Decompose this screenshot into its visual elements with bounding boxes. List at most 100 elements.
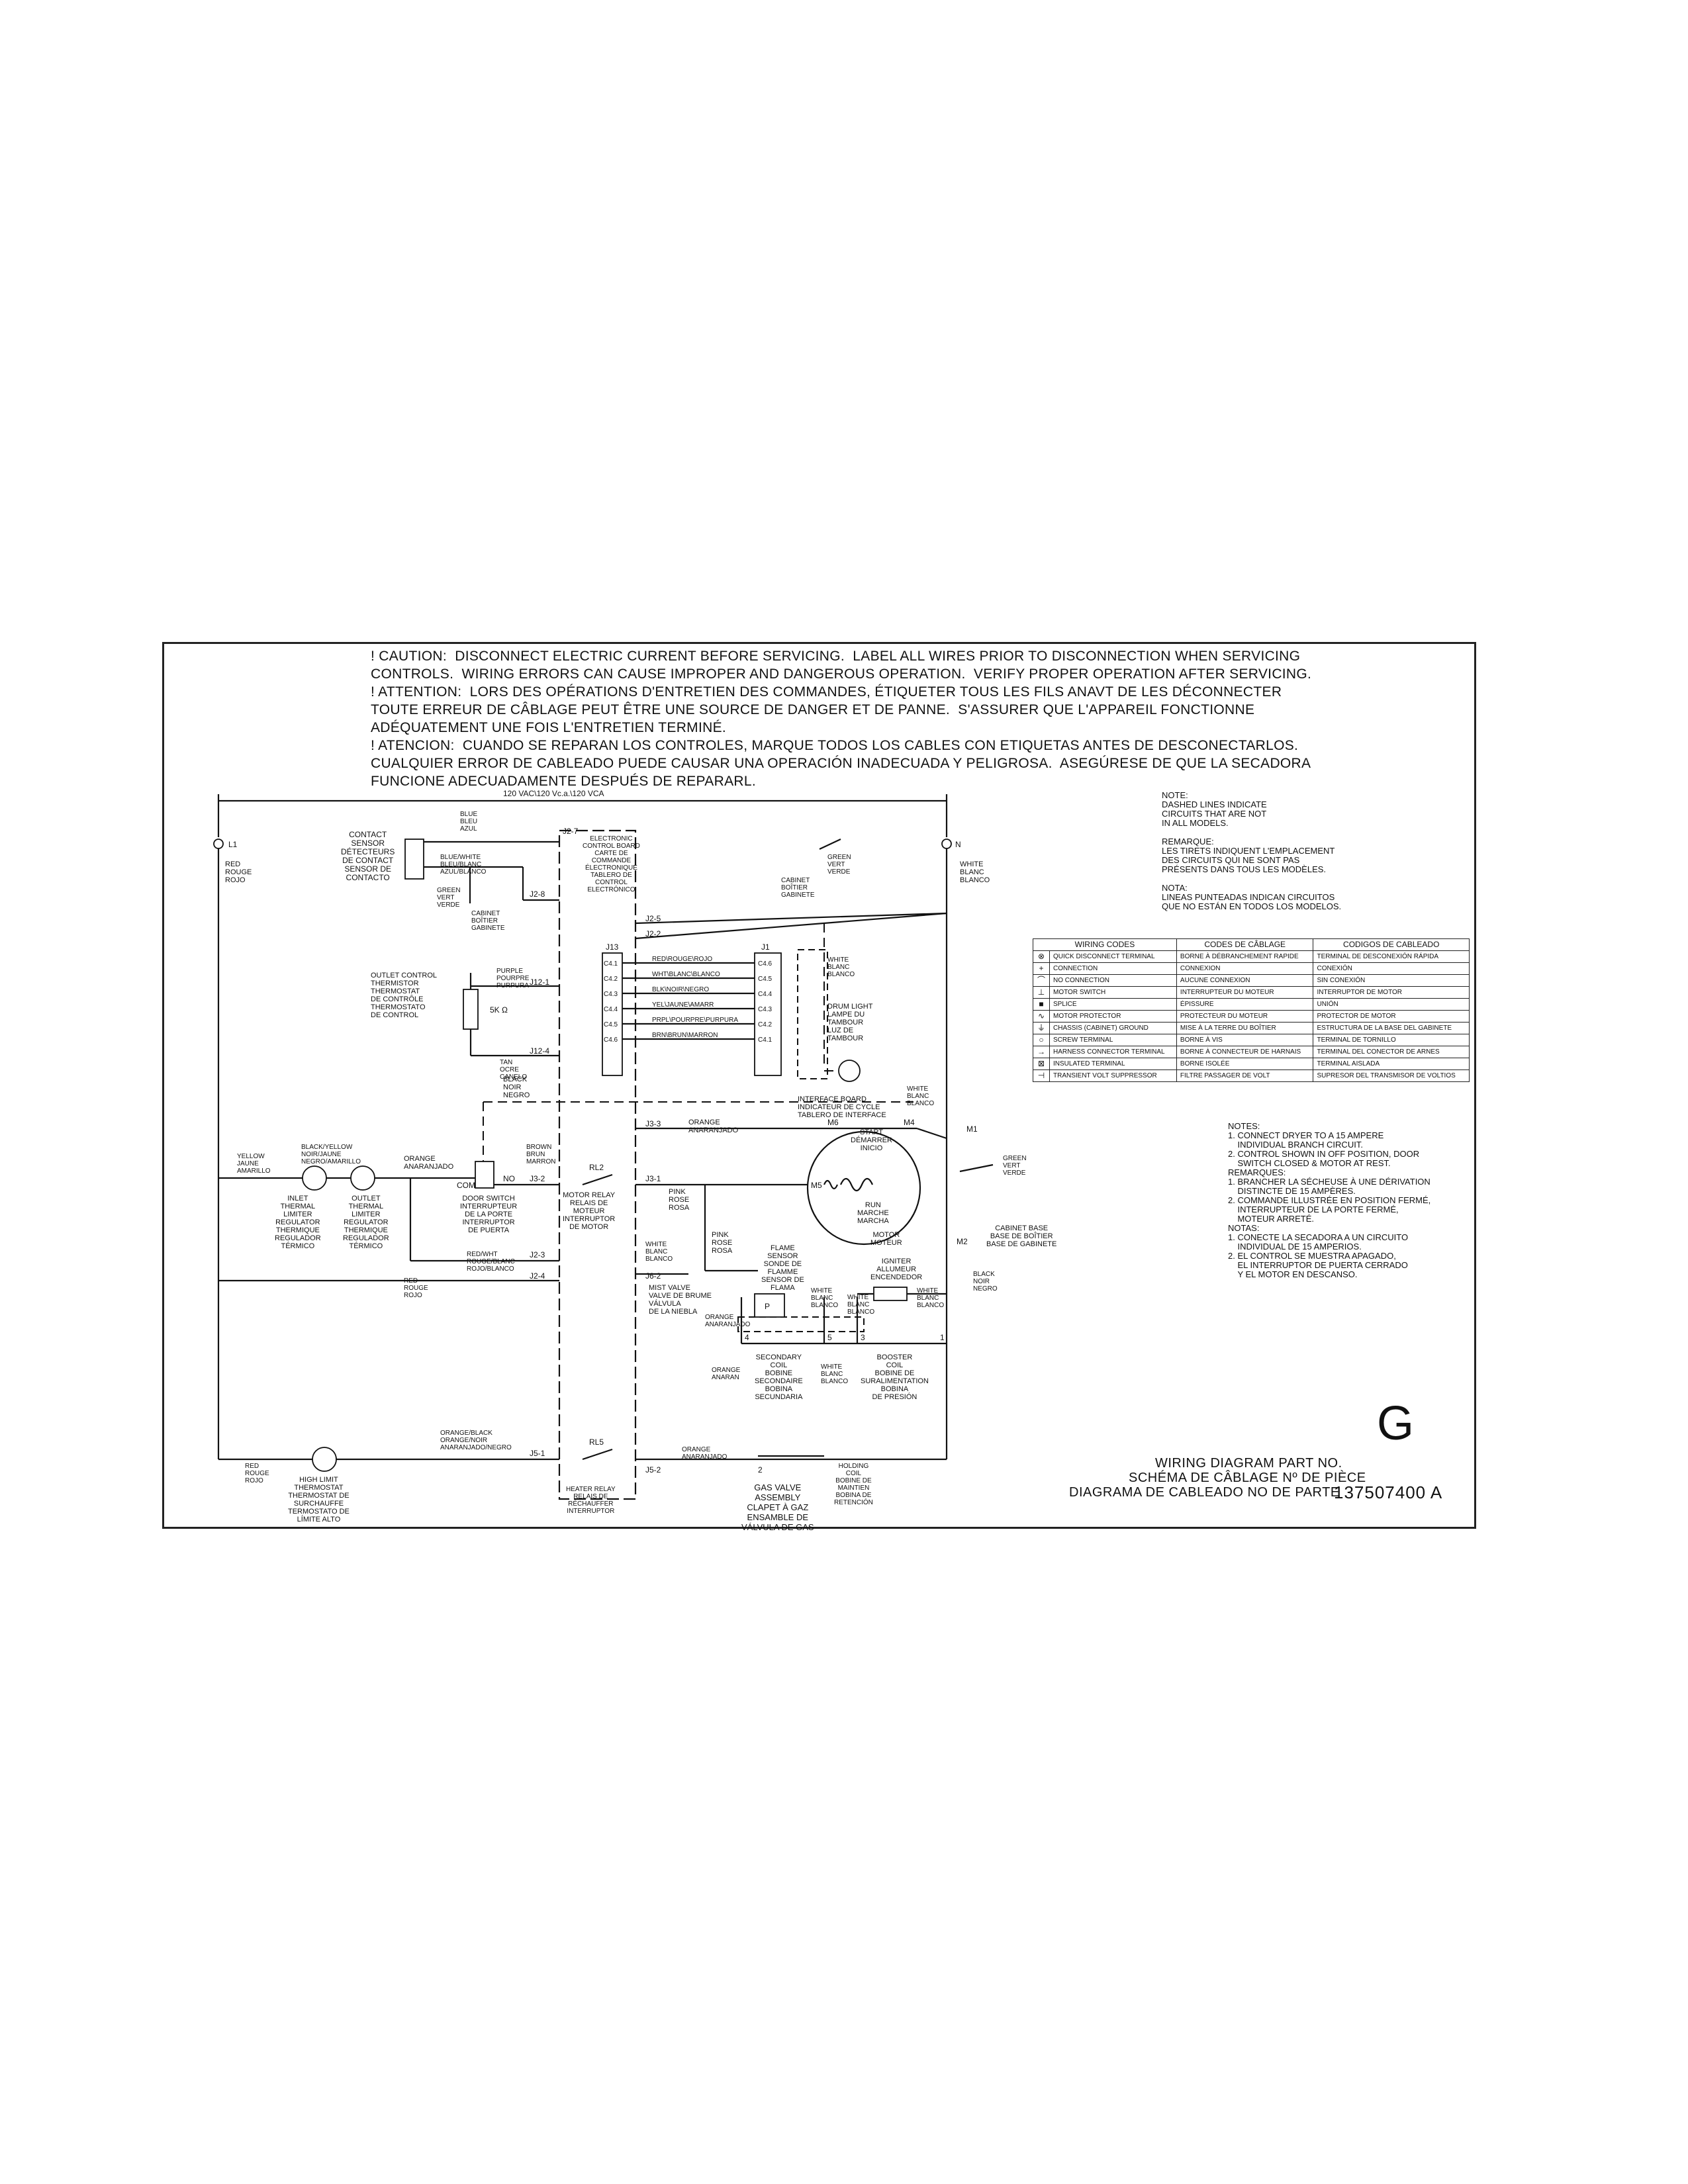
inlet-limiter-label: INLET THERMAL LIMITER REGULATOR THERMIQU… [275,1195,321,1250]
title-english: WIRING DIAGRAM PART NO. [1155,1456,1342,1471]
control-board-outline [558,829,637,1500]
wiring-code-symbol: ⊣ [1033,1069,1050,1082]
j2-5-label: J2-5 [645,914,661,923]
red-label-3: RED ROUGE ROJO [245,1463,269,1484]
wiring-code-es: TERMINAL DEL CONECTOR DE ARNES [1313,1046,1470,1058]
pink-label-1: PINK ROSE ROSA [669,1188,690,1212]
thermistor-body [463,989,479,1030]
wiring-code-en: CONNECTION [1049,962,1177,975]
wiring-codes-table: WIRING CODES CODES DE CÂBLAGE CODIGOS DE… [1033,938,1470,1082]
part-number: 137507400 A [1334,1482,1443,1502]
j6-2-label: J6-2 [645,1271,661,1281]
black-motor-label: BLACK NOIR NEGRO [973,1271,998,1293]
j12-4-label: J12-4 [530,1046,549,1056]
outlet-limiter-label: OUTLET THERMAL LIMITER REGULATOR THERMIQ… [343,1195,389,1250]
j1-pin-label: C4.4 [758,991,773,998]
j13-pin-label: C4.4 [604,1006,618,1013]
wiring-code-fr: ÉPISSURE [1176,998,1314,1011]
j2-2-label: J2-2 [645,929,661,938]
term-5-label: 5 [827,1333,832,1342]
wiring-code-en: INSULATED TERMINAL [1049,1058,1177,1070]
wiring-code-fr: INTERRUPTEUR DU MOTEUR [1176,986,1314,999]
j3-3-label: J3-3 [645,1119,661,1128]
green-motor-label: GREEN VERT VERDE [1003,1155,1027,1177]
j1-pin-label: C4.2 [758,1021,773,1028]
j2-3-label: J2-3 [530,1250,545,1259]
wiring-code-es: TERMINAL DE TORNILLO [1313,1034,1470,1046]
cabinet-ground-top [819,839,841,850]
wiring-code-symbol: ■ [1033,998,1050,1011]
wiring-code-symbol: + [1033,962,1050,975]
title-spanish: DIAGRAMA DE CABLEADO NO DE PARTE [1069,1485,1340,1500]
heater-relay-contact [582,1448,613,1461]
sensor-cabinet-label: CABINET BOÎTIER GABINETE [471,910,505,932]
wiring-code-symbol: ⏚ [1033,1022,1050,1034]
diagram-frame [162,642,1476,1529]
wiring-code-en: TRANSIENT VOLT SUPPRESSOR [1049,1069,1177,1082]
wiring-code-en: QUICK DISCONNECT TERMINAL [1049,950,1177,963]
term-2-label: 2 [758,1465,763,1475]
white-j6-label: WHITE BLANC BLANCO [645,1241,673,1263]
dashed-lines-note: NOTE: DASHED LINES INDICATE CIRCUITS THA… [1162,790,1342,911]
purple-label: PURPLE POURPRE PURPURA [496,968,530,989]
wiring-code-es: TERMINAL DE DESCONEXIÓN RÁPIDA [1313,950,1470,963]
wiring-code-en: MOTOR SWITCH [1049,986,1177,999]
drum-light-wire-label: WHITE BLANC BLANCO [827,956,855,978]
drum-light-label: DRUM LIGHT LAMPE DU TAMBOUR LUZ DE TAMBO… [827,1003,873,1042]
high-limit-label: HIGH LIMIT THERMOSTAT THERMOSTAT DE SURC… [288,1476,350,1524]
no-label: NO [503,1174,515,1183]
j3-2-label: J3-2 [530,1174,545,1183]
contact-sensor-label: CONTACT SENSOR DÉTECTEURS DE CONTACT SEN… [341,830,395,882]
wiring-code-es: ESTRUCTURA DE LA BASE DEL GABINETE [1313,1022,1470,1034]
orange-black-label: ORANGE/BLACK ORANGE/NOIR ANARANJADO/NEGR… [440,1430,512,1451]
orange-sec-label: ORANGE ANARAN [712,1367,741,1381]
orange-label: ORANGE ANARANJADO [404,1155,454,1171]
motor-label: MOTOR MOTEUR [870,1231,902,1247]
l1-color-label: RED ROUGE ROJO [225,860,252,884]
wiring-code-en: NO CONNECTION [1049,974,1177,987]
rl2-label: RL2 [589,1163,604,1172]
j13-connector [602,952,623,1076]
booster-coil-label: BOOSTER COIL BOBINE DE SURALIMENTATION B… [861,1353,929,1401]
wiring-code-fr: BORNE ISOLÉE [1176,1058,1314,1070]
cabinet-top-label: CABINET BOÎTIER GABINETE [781,877,815,899]
contact-sensor-body [404,839,424,880]
red-white-label: RED/WHT ROUGE/BLANC ROJO/BLANCO [467,1251,515,1273]
j13-pin-label: C4.5 [604,1021,618,1028]
control-board-label: ELECTRONIC CONTROL BOARD CARTE DE COMMAN… [583,835,640,893]
black-top-label: BLACK NOIR NEGRO [503,1075,530,1099]
wiring-code-es: TERMINAL AISLADA [1313,1058,1470,1070]
tan-label: TAN OCRE CANELO [500,1059,528,1081]
rl5-label: RL5 [589,1437,604,1447]
caution-english: ! CAUTION: DISCONNECT ELECTRIC CURRENT B… [371,649,1312,682]
j2-2-wire [635,912,947,940]
m1-label: M1 [966,1124,978,1134]
motor-outline [806,1130,921,1246]
ribbon-wire-label: BRN\BRUN\MARRON [652,1032,718,1039]
run-winding [839,1177,874,1192]
ribbon-wire-label: PRPL\POURPRE\PURPURA [652,1017,738,1024]
wiring-code-fr: BORNE À CONNECTEUR DE HARNAIS [1176,1046,1314,1058]
white-ign-label: WHITE BLANC BLANCO [847,1294,875,1316]
wiring-code-es: CONEXIÓN [1313,962,1470,975]
n-color-label: WHITE BLANC BLANCO [960,860,990,884]
holding-coil-label: HOLDING COIL BOBINE DE MAINTIEN BOBINA D… [834,1463,873,1506]
white-fs-label: WHITE BLANC BLANCO [811,1287,839,1309]
ribbon-wire-label: BLK\NOIR\NEGRO [652,986,709,993]
orange-j3-label: ORANGE ANARANJADO [688,1118,739,1134]
outlet-thermistor-label: OUTLET CONTROL THERMISTOR THERMOSTAT DE … [371,972,438,1019]
j13-pin-label: C4.3 [604,991,618,998]
gas-valve-label: GAS VALVE ASSEMBLY CLAPET À GAZ ENSAMBLE… [741,1482,814,1532]
wiring-code-en: CHASSIS (CABINET) GROUND [1049,1022,1177,1034]
header-es: CODIGOS DE CABLEADO [1313,938,1470,951]
start-label: START DÉMARRER INICIO [851,1128,892,1152]
secondary-coil-label: SECONDARY COIL BOBINE SECONDAIRE BOBINA … [755,1353,803,1401]
interface-board-outline [797,949,828,1079]
igniter-element [873,1287,908,1301]
m6-label: M6 [827,1118,839,1127]
